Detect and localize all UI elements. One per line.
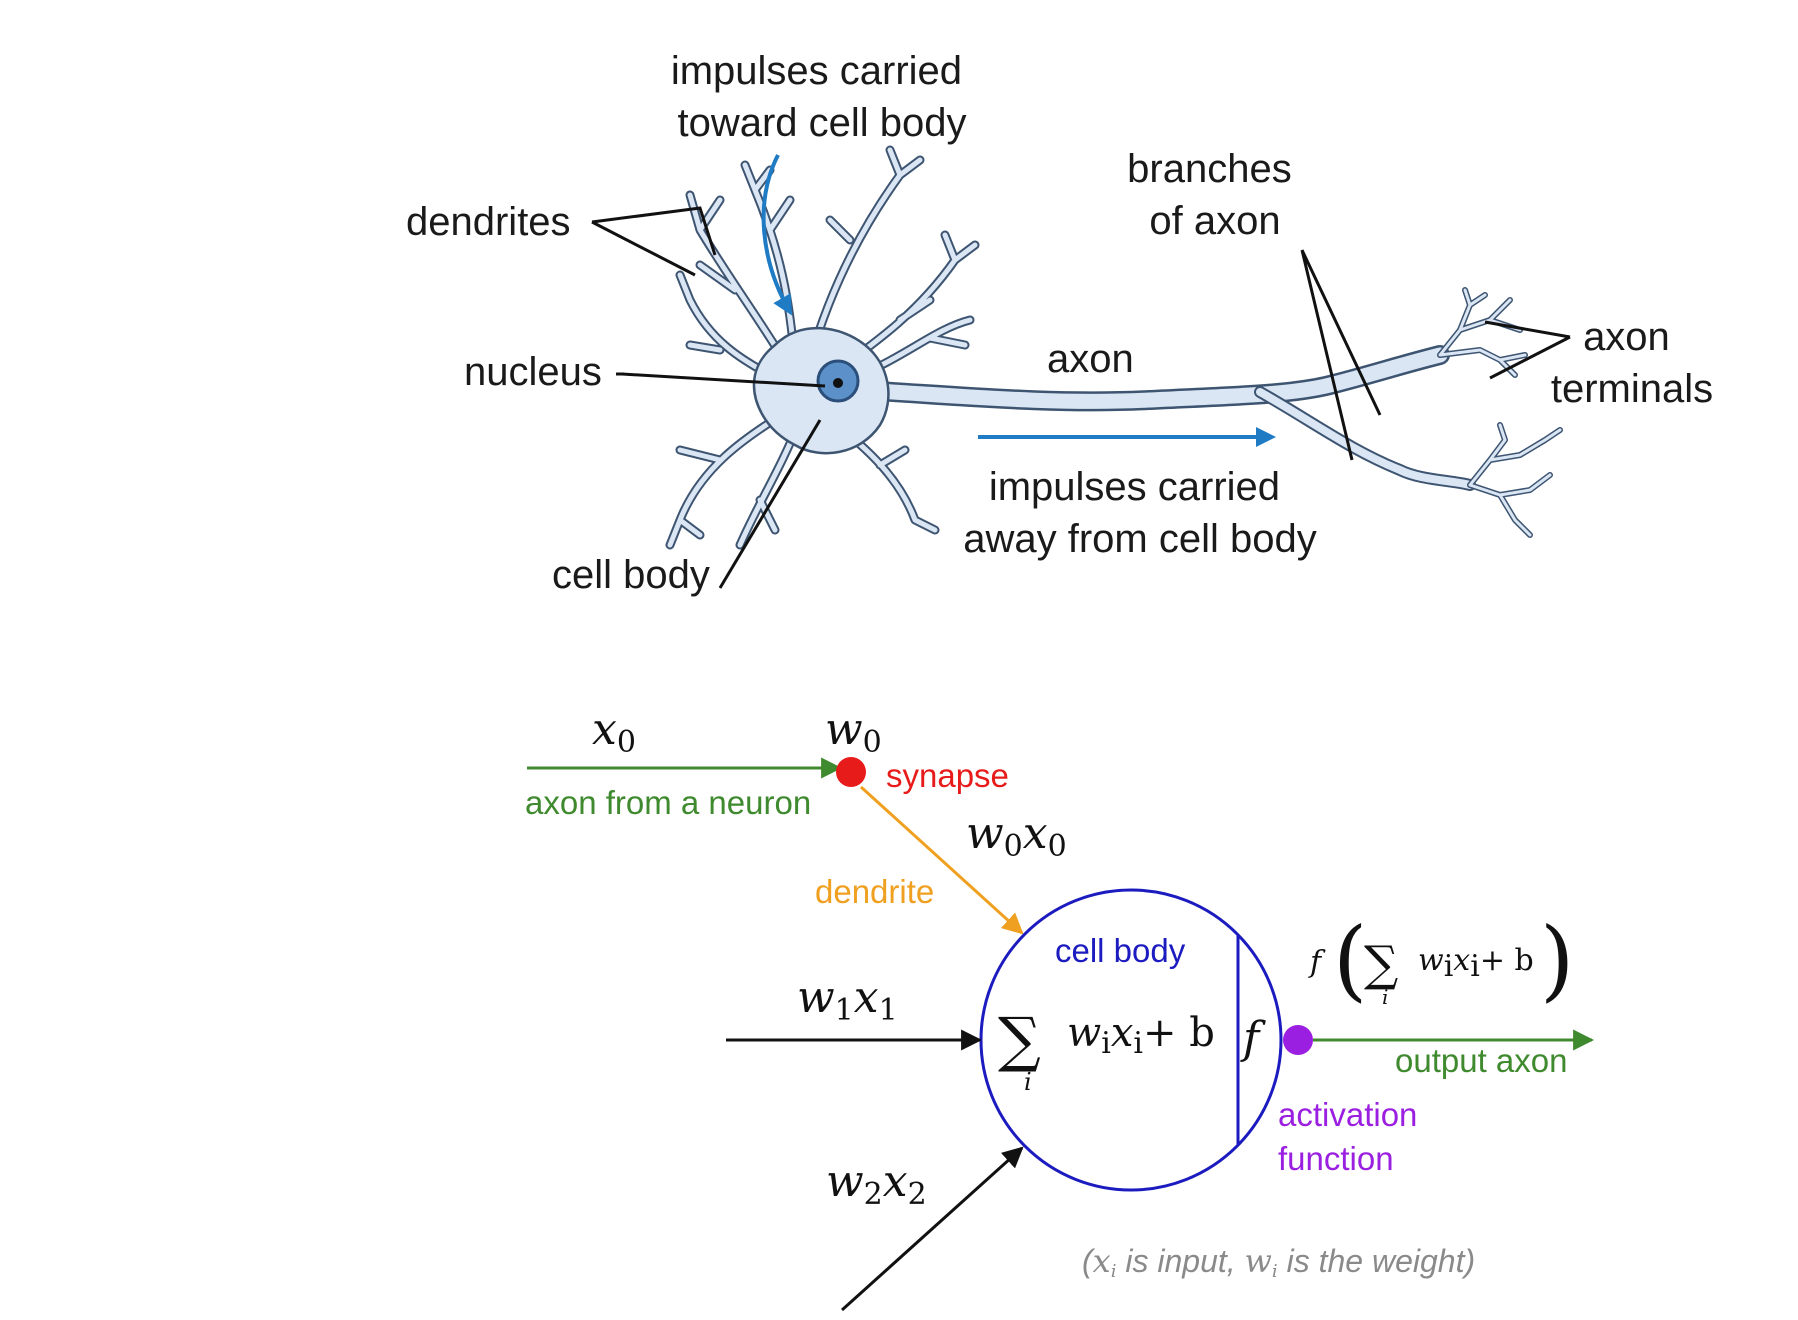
output-paren-open: ( bbox=[1333, 908, 1367, 1011]
sum-x: x bbox=[1111, 1010, 1134, 1056]
input-w2x2-line bbox=[840, 1146, 1024, 1312]
impulses-out-label: impulses carried away from cell body bbox=[963, 465, 1316, 561]
impulses-out-line-2: away from cell body bbox=[963, 517, 1316, 561]
w0x0-w: w bbox=[966, 808, 1004, 859]
output-axon-label: output axon bbox=[1395, 1042, 1567, 1079]
dendrite-line bbox=[859, 785, 1024, 935]
dendrite-label: dendrite bbox=[815, 873, 934, 910]
caption-w: w bbox=[1245, 1242, 1272, 1280]
axon-label: axon bbox=[1047, 337, 1134, 381]
biological-neuron: impulses carried toward cell body dendri… bbox=[406, 49, 1713, 597]
axon-shape bbox=[850, 345, 1476, 491]
output-ws: i bbox=[1444, 949, 1454, 984]
axon-terminals-line-2: terminals bbox=[1551, 367, 1713, 411]
impulses-in-line-1: impulses carried bbox=[671, 49, 962, 93]
w2x2-ws: 2 bbox=[864, 1177, 883, 1212]
caption-open: ( bbox=[1082, 1243, 1096, 1279]
w1x1-w: w bbox=[797, 972, 835, 1023]
w1x1-x: x bbox=[854, 972, 879, 1023]
w0-label: w0 bbox=[825, 704, 882, 760]
w0x0-xs: 0 bbox=[1048, 829, 1067, 864]
cell-body-label: cell body bbox=[552, 553, 710, 597]
w2x2-xs: 2 bbox=[908, 1177, 927, 1212]
caption-x: x bbox=[1093, 1242, 1111, 1280]
axon-terminals-line-1: axon bbox=[1583, 315, 1670, 359]
axon-terminals-label: axon terminals bbox=[1551, 315, 1713, 411]
caption-x-sub: i bbox=[1111, 1261, 1117, 1282]
caption-is-input: is input, bbox=[1116, 1243, 1244, 1279]
w1x1-ws: 1 bbox=[835, 993, 854, 1028]
w0-main: w bbox=[825, 704, 863, 755]
impulses-in-line-2: toward cell body bbox=[677, 101, 966, 145]
axon-from-neuron-label: axon from a neuron bbox=[525, 784, 811, 821]
output-xs: i bbox=[1470, 949, 1480, 984]
output-plus-b: + b bbox=[1480, 943, 1534, 978]
output-x: x bbox=[1453, 943, 1470, 978]
cell-body-model-label: cell body bbox=[1055, 932, 1186, 969]
w2x2-label: w2x2 bbox=[826, 1156, 927, 1212]
output-f: f bbox=[1308, 945, 1326, 980]
sum-w-sub: i bbox=[1101, 1026, 1111, 1061]
x0-sub: 0 bbox=[617, 725, 636, 760]
activation-line-1: activation bbox=[1278, 1096, 1417, 1133]
impulses-in-label: impulses carried toward cell body bbox=[671, 49, 973, 145]
sum-w: w bbox=[1067, 1010, 1101, 1056]
output-w: w bbox=[1418, 943, 1444, 978]
w0-sub: 0 bbox=[863, 725, 882, 760]
w1x1-label: w1x1 bbox=[797, 972, 898, 1028]
w0x0-ws: 0 bbox=[1004, 829, 1023, 864]
synapse-dot bbox=[836, 757, 866, 787]
sum-x-sub: i bbox=[1133, 1026, 1143, 1061]
activation-function-label: activation function bbox=[1278, 1096, 1427, 1177]
dendrites-label: dendrites bbox=[406, 200, 571, 244]
caption-w-sub: i bbox=[1272, 1261, 1278, 1282]
w2x2-x: x bbox=[883, 1156, 908, 1207]
impulse-in-arrow bbox=[761, 154, 792, 316]
sum-plus-b: + b bbox=[1143, 1010, 1215, 1056]
f-label: f bbox=[1240, 1013, 1266, 1064]
branches-of-axon-label: branches of axon bbox=[1127, 147, 1303, 243]
activation-dot bbox=[1283, 1025, 1313, 1055]
caption-is-weight: is the weight) bbox=[1278, 1243, 1475, 1279]
axon-terminal-branches bbox=[1437, 287, 1563, 538]
output-sum: ∑ bbox=[1364, 936, 1398, 992]
branches-line-1: branches bbox=[1127, 147, 1292, 191]
sum-index: i bbox=[1024, 1068, 1032, 1096]
nucleus-label: nucleus bbox=[464, 350, 602, 394]
w0x0-x: x bbox=[1023, 808, 1048, 859]
w0x0-label: w0x0 bbox=[966, 808, 1067, 864]
w1x1-xs: 1 bbox=[879, 993, 898, 1028]
w2x2-w: w bbox=[826, 1156, 864, 1207]
pointer-lines bbox=[591, 206, 1571, 589]
impulses-out-line-1: impulses carried bbox=[989, 465, 1280, 509]
caption: (xi is input, wi is the weight) bbox=[1082, 1242, 1475, 1282]
branches-line-2: of axon bbox=[1149, 199, 1280, 243]
sum-sign: ∑ bbox=[998, 1005, 1041, 1075]
output-paren-close: ) bbox=[1540, 908, 1574, 1011]
activation-line-2: function bbox=[1278, 1140, 1394, 1177]
x0-label: x0 bbox=[592, 704, 636, 760]
math-model: x0 w0 synapse axon from a neuron w0x0 de… bbox=[525, 704, 1595, 1312]
synapse-label: synapse bbox=[886, 757, 1009, 794]
output-index: i bbox=[1382, 985, 1388, 1009]
x0-main: x bbox=[592, 704, 617, 755]
output-terms: wixi+ b bbox=[1418, 943, 1534, 984]
nucleolus-dot bbox=[833, 378, 843, 388]
sum-terms: wixi+ b bbox=[1067, 1010, 1215, 1061]
